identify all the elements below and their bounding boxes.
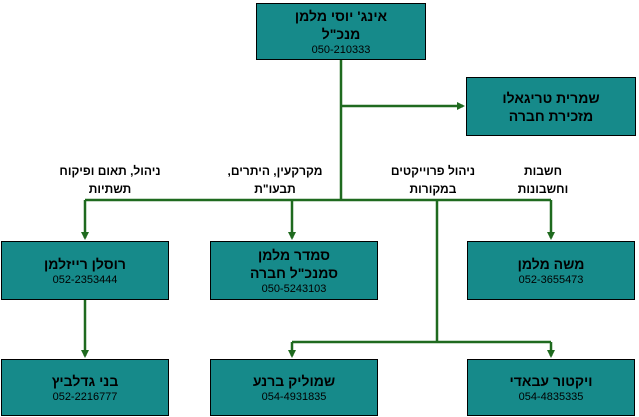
beni-box: בני גדלביץ 052-2216777 [1,359,169,416]
beni-name: בני גדלביץ [51,372,119,389]
samader-phone: 050-5243103 [261,282,327,295]
beni-phone: 052-2216777 [52,390,118,403]
shmulik-name: שמוליק ברנע [252,372,336,389]
moshe-box: משה מלמן 052-3655473 [467,241,635,300]
ceo-role: מנכ"ל [321,25,361,42]
rosalan-phone: 052-2353444 [52,273,118,286]
shmulik-phone: 054-4931835 [261,390,327,403]
projects-area-label: ניהול פרוייקטים במקורות [390,164,476,196]
moshe-name: משה מלמן [517,255,585,272]
rosalan-name: רוסלן רייזלמן [44,255,126,272]
secretary-name: שמרית טריגאלו [502,89,600,106]
secretary-box: שמרית טריגאלו מזכירת חברה [466,77,636,136]
rosalan-area-label: ניהול, תאום ופיקוח תשתיות [59,164,161,196]
shmulik-box: שמוליק ברנע 054-4931835 [210,359,378,416]
samader-area-label: מקרקעין, היתרים, תבעו"ת [227,164,323,196]
ceo-box: אינג' יוסי מלמן מנכ"ל 050-210333 [256,3,426,60]
victor-phone: 054-4835335 [518,390,584,403]
victor-box: ויקטור עבאדי 054-4835335 [467,359,635,416]
moshe-area-label: חשבות וחשבונות [517,164,569,196]
samader-name: סמדר מלמן [257,246,331,263]
rosalan-box: רוסלן רייזלמן 052-2353444 [1,241,169,300]
samader-role: סמנכ"ל חברה [250,264,338,281]
samader-box: סמדר מלמן סמנכ"ל חברה 050-5243103 [210,241,378,300]
victor-name: ויקטור עבאדי [509,372,593,389]
moshe-phone: 052-3655473 [518,273,584,286]
ceo-phone: 050-210333 [311,43,371,56]
ceo-name: אינג' יוסי מלמן [294,7,388,24]
secretary-role: מזכירת חברה [508,107,594,124]
